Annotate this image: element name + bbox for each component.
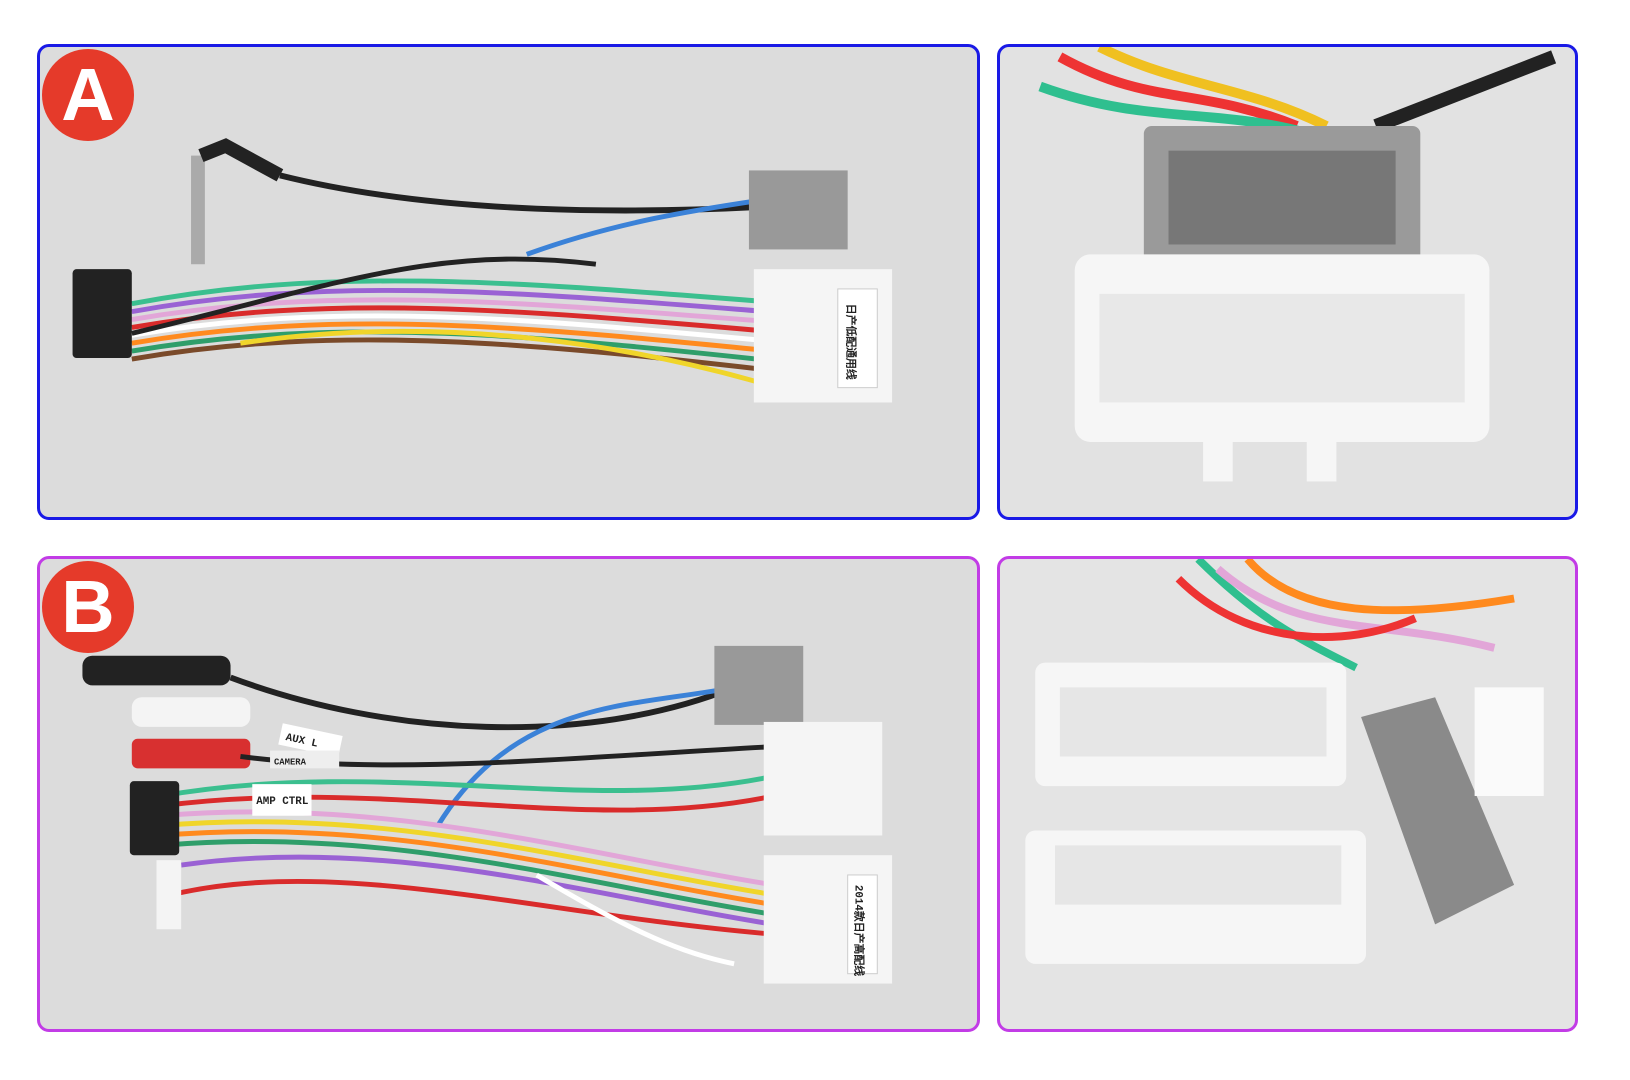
connector-b-closeup [997,556,1578,1032]
antenna-plug [191,155,205,265]
section-badge-b: B [42,561,134,653]
rca-plug-black [82,655,231,686]
car-connector-upper [763,721,883,836]
harness-b-photo: 2014款日产高配线 AUX L CAMERA AMP CTRL B [37,556,980,1032]
grey-connector-b [1361,697,1515,925]
rca-plug-red [131,738,251,769]
tag-camera: CAMERA [274,757,307,767]
antenna-socket-b [714,645,804,725]
connector-a-closeup-illustration [1038,47,1557,482]
harness-a-illustration: 日产低配通用线 [72,138,893,403]
harness-a-photo: 日产低配通用线 A [37,44,980,520]
antenna-socket [748,170,848,250]
harness-b-illustration: 2014款日产高配线 AUX L CAMERA AMP CTRL [82,645,893,984]
connector-a-closeup [997,44,1578,520]
connector-label-b: 2014款日产高配线 [852,885,867,976]
tag-amp-ctrl: AMP CTRL [256,796,308,808]
section-badge-a: A [42,49,134,141]
connector-b-closeup-illustration [1025,559,1544,964]
rca-plug-white [131,697,251,727]
connector-label: 日产低配通用线 [844,304,859,380]
radio-connector [72,269,132,359]
